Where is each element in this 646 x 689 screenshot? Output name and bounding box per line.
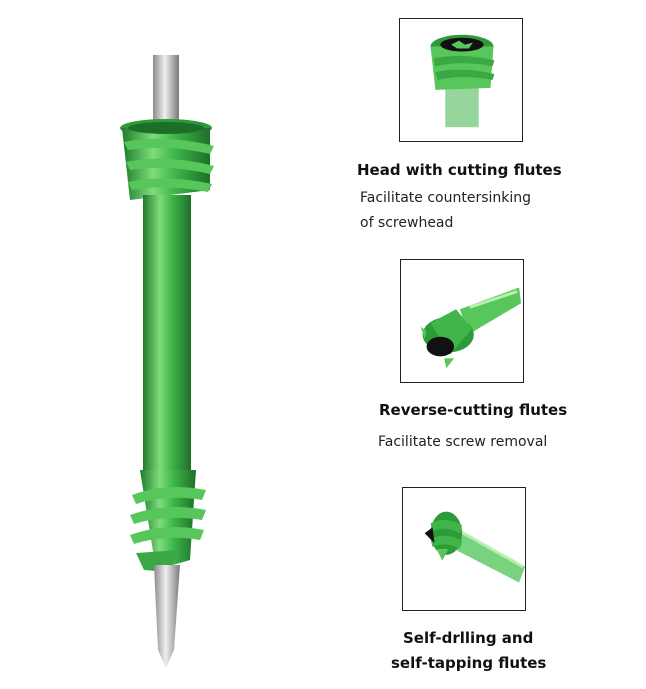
guide-wire-tip [154, 565, 180, 668]
tip-thread [130, 470, 206, 572]
feature-3-title-line: Self-drlling and [403, 629, 534, 647]
feature-1-description-line: Facilitate countersinking [360, 190, 532, 206]
head-cutting-flutes-icon [430, 34, 495, 128]
head-detail-image [399, 18, 523, 142]
reverse-cutting-flutes-icon [420, 287, 522, 369]
feature-1-description-line: of screwhead [360, 215, 454, 231]
screw-shaft [143, 195, 191, 475]
feature-1-title: Head with cutting flutes [357, 161, 562, 179]
feature-1-description: Facilitate countersinking of screwhead [360, 186, 570, 236]
cannulated-screw-illustration [110, 50, 230, 675]
self-drilling-detail-image [402, 487, 526, 611]
head-thread [120, 119, 214, 200]
self-drilling-flutes-icon [424, 511, 525, 583]
feature-3-title-line: self-tapping flutes [391, 654, 547, 672]
feature-2-title: Reverse-cutting flutes [379, 401, 568, 419]
screw-svg [120, 55, 214, 668]
feature-2-description: Facilitate screw removal [378, 434, 548, 450]
reverse-cutting-detail-image [400, 259, 524, 383]
